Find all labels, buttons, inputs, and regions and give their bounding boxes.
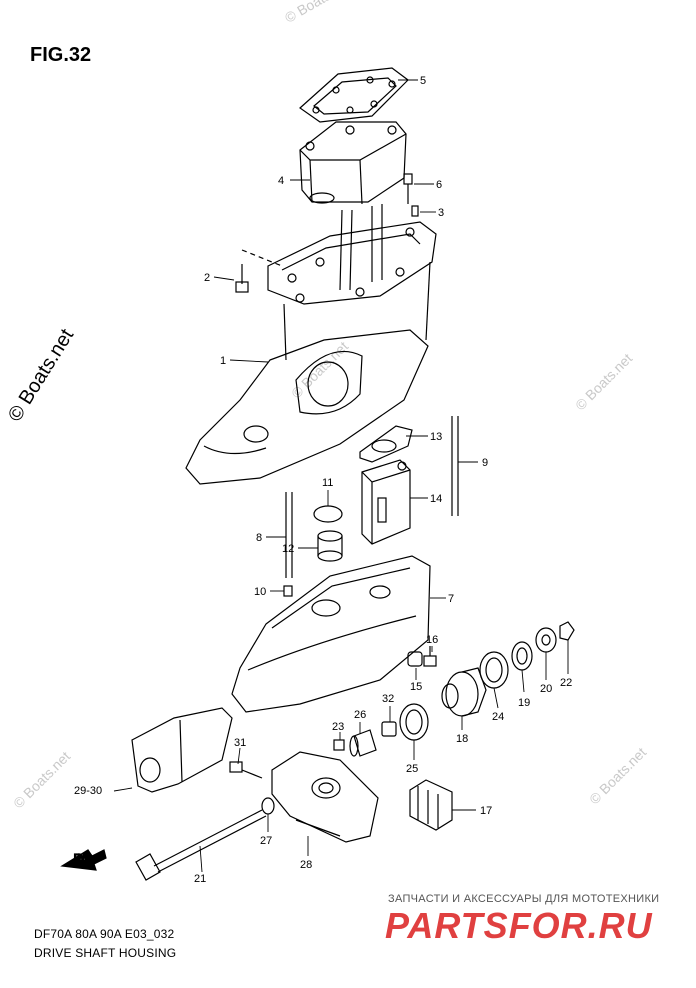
callout-10: 10 [254,586,266,598]
callout-29-30: 29-30 [74,785,102,797]
callout-2: 2 [204,272,210,284]
part-lower-housing-7 [231,555,431,713]
part-circlip-11 [313,505,343,523]
part-bush-12 [317,530,343,562]
callout-23: 23 [332,721,344,733]
part-collar-24 [479,651,509,689]
callout-27: 27 [260,835,272,847]
callout-31: 31 [234,737,246,749]
part-bolt-6 [403,173,413,204]
callout-15: 15 [410,681,422,693]
callout-24: 24 [492,711,504,723]
callout-22: 22 [560,677,572,689]
dealer-logo: PARTSFOR.RU [385,905,653,946]
callout-3: 3 [438,207,444,219]
leader-lines [113,79,569,873]
part-washer-19 [511,641,533,671]
callout-6: 6 [436,179,442,191]
callout-32: 32 [382,693,394,705]
callout-13: 13 [430,431,442,443]
callout-20: 20 [540,683,552,695]
fwd-label: FWD [74,853,92,862]
callout-26: 26 [354,709,366,721]
part-cover-29-30 [131,707,233,793]
part-spacer-32 [381,721,397,737]
figure-title: FIG.32 [30,44,92,66]
part-bolt-21 [135,809,267,881]
callout-5: 5 [420,75,426,87]
part-23 [333,739,345,751]
part-collar-26 [349,729,377,757]
part-bolt-31 [229,761,263,779]
part-stud-8 [285,492,293,578]
part-stud-9 [451,416,459,516]
callout-18: 18 [456,733,468,745]
dealer-tagline: ЗАПЧАСТИ И АКСЕССУАРЫ ДЛЯ МОТОТЕХНИКИ [388,893,660,905]
model-line: DF70A 80A 90A E03_032 [34,927,175,941]
callout-28: 28 [300,859,312,871]
part-pin-10 [283,585,293,597]
part-housing-14 [361,459,411,545]
part-pin-3 [411,205,419,217]
part-bolt-2 [235,249,283,293]
callout-19: 19 [518,697,530,709]
part-nut-22 [559,621,575,641]
callout-4: 4 [278,175,284,187]
callout-25: 25 [406,763,418,775]
callout-9: 9 [482,457,488,469]
part-bracket-28 [271,751,379,843]
fwd-arrow-icon: FWD [60,849,107,871]
part-plug-15 [407,651,423,667]
part-mount-18 [441,667,487,717]
part-upper-housing [299,121,407,291]
callout-17: 17 [480,805,492,817]
callout-7: 7 [448,593,454,605]
callout-labels: 5 4 6 3 2 1 13 9 14 11 8 12 10 7 16 15 1… [74,75,572,885]
part-bolt-16 [423,646,437,667]
callout-16: 16 [426,634,438,646]
part-washer-20 [535,627,557,653]
part-bush-25 [399,703,429,741]
callout-21: 21 [194,873,206,885]
figure-caption: DRIVE SHAFT HOUSING [34,946,177,960]
part-washer-27 [261,797,275,815]
callout-11: 11 [322,477,333,489]
part-drive-shaft-housing [185,221,437,485]
part-gasket-13 [359,425,413,463]
part-gasket-top [299,67,409,123]
part-grommets-17 [409,779,453,831]
callout-12: 12 [282,543,294,555]
callout-1: 1 [220,355,226,367]
callout-8: 8 [256,532,262,544]
callout-14: 14 [430,493,442,505]
